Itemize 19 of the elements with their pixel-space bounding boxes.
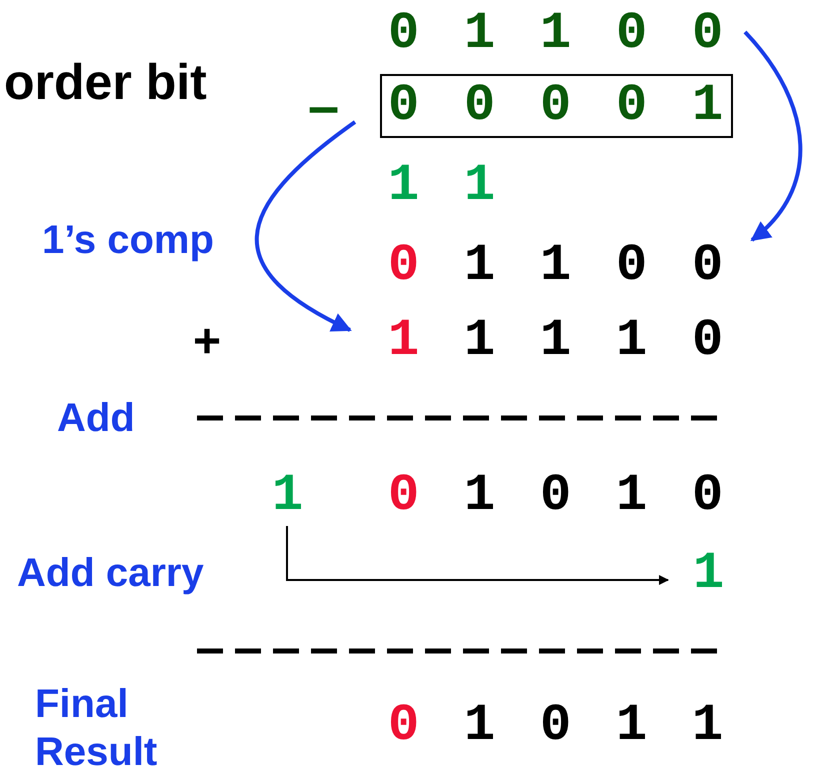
plus-sign: + bbox=[193, 318, 222, 366]
minus-sign: – bbox=[308, 78, 340, 134]
elbow-arrow bbox=[286, 526, 669, 585]
borrow-digits: 1 1 bbox=[388, 160, 502, 212]
carry-digit: 1 bbox=[272, 470, 310, 522]
complement-row: 1 1 1 1 0 bbox=[388, 315, 730, 367]
step-label: Final Result bbox=[35, 681, 158, 775]
curved-arrow bbox=[254, 120, 356, 332]
heading-text: order bit bbox=[4, 57, 207, 107]
curved-arrow bbox=[744, 30, 802, 242]
result-row: 0 1 0 1 1 bbox=[388, 700, 730, 752]
minuend-copy-row: 0 1 1 0 0 bbox=[388, 240, 730, 292]
minuend-row: 0 1 1 0 0 bbox=[388, 8, 730, 60]
carry-digit: 1 bbox=[693, 548, 732, 600]
step-label: Add carry bbox=[17, 553, 204, 593]
sum-row: 0 1 0 1 0 bbox=[388, 470, 730, 522]
step-label: Add bbox=[57, 398, 135, 438]
step-label: 1’s comp bbox=[42, 220, 214, 260]
subtrahend-row: 0 0 0 0 1 bbox=[380, 74, 733, 138]
